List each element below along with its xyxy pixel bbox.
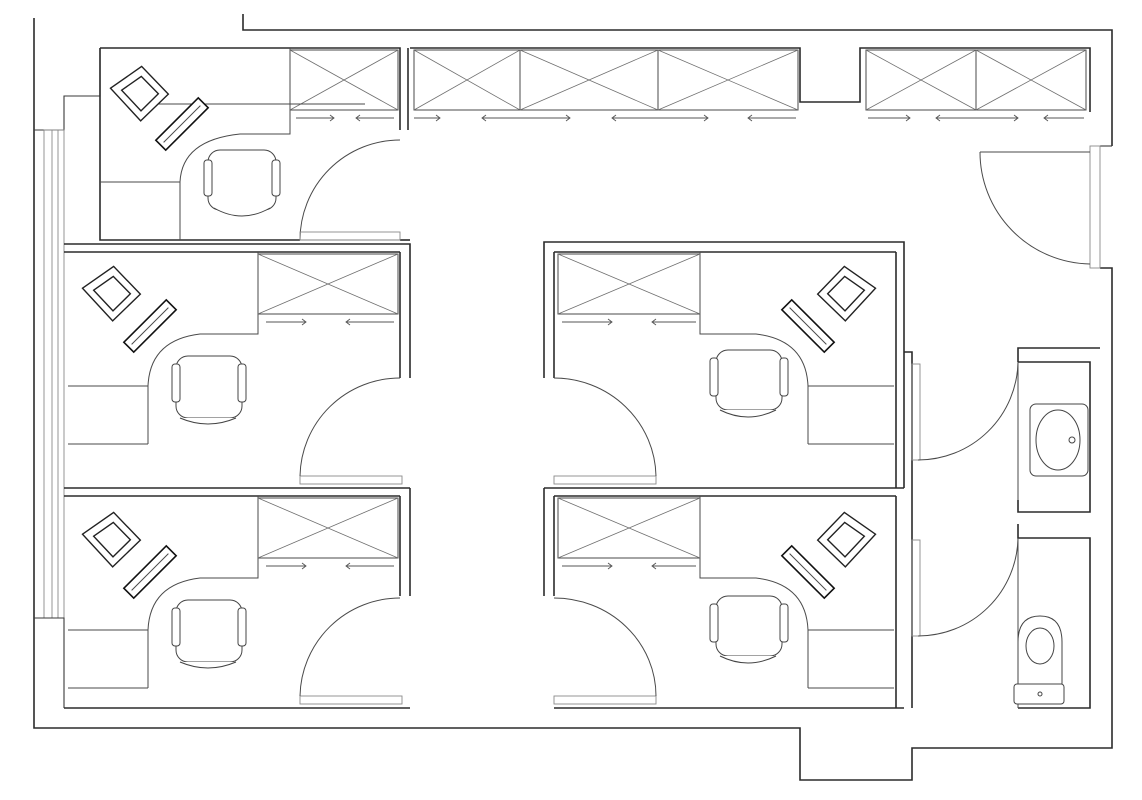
storage-cabinet <box>557 497 701 570</box>
keyboard-icon <box>122 544 178 600</box>
computer-monitor-icon <box>81 511 142 568</box>
computer-monitor-icon <box>816 511 877 568</box>
storage-cabinet <box>557 253 701 326</box>
storage-cabinet <box>865 49 1087 122</box>
office-bottom-right <box>543 488 904 709</box>
storage-cabinet <box>257 497 399 570</box>
office-chair-icon <box>171 355 247 425</box>
storage-cabinet <box>289 49 399 122</box>
office-chair-icon <box>171 599 247 669</box>
office-mid-right <box>543 241 905 489</box>
washroom-area <box>904 347 1100 709</box>
toilet-icon <box>1013 615 1065 705</box>
keyboard-icon <box>780 298 836 354</box>
computer-monitor-icon <box>816 265 877 322</box>
window-left <box>43 129 65 619</box>
top-cabinet-run <box>410 47 1101 269</box>
door-swing <box>553 597 657 705</box>
storage-cabinet <box>257 253 399 326</box>
storage-cabinet <box>413 49 799 122</box>
computer-monitor-icon <box>81 265 142 322</box>
keyboard-icon <box>122 298 178 354</box>
office-chair-icon <box>709 349 789 418</box>
office-top-left <box>99 47 410 241</box>
outer-walls <box>33 14 1113 781</box>
door-swing <box>299 139 401 241</box>
computer-monitor-icon <box>109 65 170 122</box>
entrance-door <box>979 145 1101 269</box>
office-bottom-left <box>64 488 411 709</box>
office-mid-left <box>64 243 411 489</box>
keyboard-icon <box>154 96 210 152</box>
office-chair-icon <box>709 595 789 664</box>
office-chair-icon <box>203 149 281 217</box>
door-swing <box>299 377 403 485</box>
keyboard-icon <box>780 544 836 600</box>
door-swing <box>553 377 657 485</box>
door-swing <box>299 597 403 705</box>
washbasin-icon <box>1029 403 1089 477</box>
